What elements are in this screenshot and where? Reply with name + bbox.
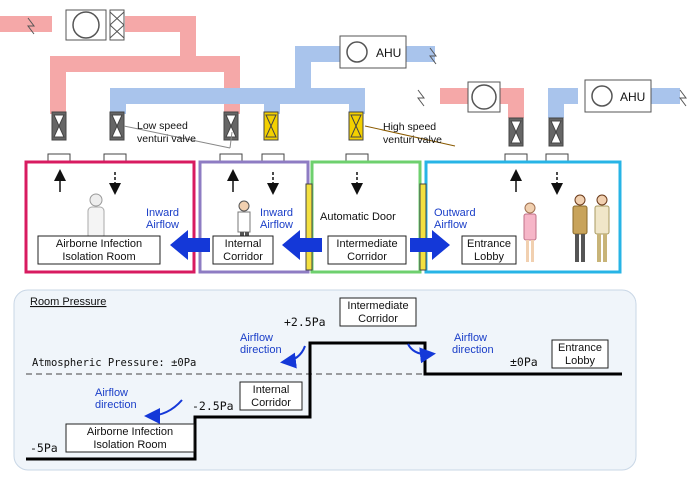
- pressure-zero: ±0Pa: [510, 355, 538, 369]
- svg-text:Corridor: Corridor: [223, 251, 263, 263]
- svg-text:Internal: Internal: [253, 384, 290, 396]
- right-supply-fan-icon: [467, 81, 501, 113]
- pressure-airflow-label-2b: direction: [240, 344, 282, 356]
- svg-text:Lobby: Lobby: [565, 355, 595, 367]
- high-speed-label-1: High speed: [383, 121, 436, 133]
- automatic-door-right: [419, 183, 427, 271]
- inward-airflow-label-1b: Airflow: [146, 219, 179, 231]
- pressure-airflow-arrows: [144, 343, 436, 424]
- svg-text:Airborne Infection: Airborne Infection: [87, 426, 173, 438]
- exhaust-duct-left: [110, 46, 435, 114]
- pressure-airflow-label-1a: Airflow: [95, 387, 128, 399]
- pressure-airflow-label-1b: direction: [95, 399, 137, 411]
- pressure-airflow-label-3a: Airflow: [454, 332, 487, 344]
- ahu-label-right: AHU: [620, 90, 645, 104]
- svg-text:Airborne Infection: Airborne Infection: [56, 238, 142, 250]
- low-speed-leader: [123, 125, 233, 149]
- ahu-unit-right-icon: [584, 79, 652, 113]
- svg-text:Entrance: Entrance: [467, 238, 511, 250]
- atmospheric-label: Atmospheric Pressure: ±0Pa: [32, 357, 196, 369]
- high-speed-label-2: venturi valve: [383, 134, 442, 146]
- high-speed-leader: [364, 125, 456, 147]
- svg-text:Internal: Internal: [225, 238, 262, 250]
- pressure-airflow-label-2a: Airflow: [240, 332, 273, 344]
- svg-text:Intermediate: Intermediate: [336, 238, 397, 250]
- pressure-room-intermediate: Intermediate Corridor: [339, 297, 417, 327]
- svg-text:Lobby: Lobby: [474, 251, 504, 263]
- ahu-unit-icon: [339, 35, 407, 69]
- pressure-minus2-5: -2.5Pa: [192, 399, 234, 413]
- supply-fan-icon: [65, 9, 125, 41]
- room-label-internal: Internal Corridor: [212, 235, 274, 265]
- pressure-room-internal: Internal Corridor: [239, 381, 303, 411]
- svg-text:Entrance: Entrance: [558, 342, 602, 354]
- room-label-lobby: Entrance Lobby: [461, 235, 517, 265]
- room-label-intermediate: Intermediate Corridor: [327, 235, 407, 265]
- room-label-isolation: Airborne Infection Isolation Room: [37, 235, 161, 265]
- room-pressure-title: Room Pressure: [30, 296, 106, 308]
- svg-text:Corridor: Corridor: [251, 397, 291, 409]
- automatic-door-left: [305, 183, 313, 271]
- room-airflow-arrows: [54, 169, 563, 195]
- pressure-room-lobby: Entrance Lobby: [551, 339, 609, 369]
- inward-airflow-label-2b: Airflow: [260, 219, 293, 231]
- low-speed-label-1: Low speed: [137, 120, 188, 132]
- pressure-room-isolation: Airborne Infection Isolation Room: [65, 423, 195, 453]
- svg-text:Corridor: Corridor: [347, 251, 387, 263]
- svg-text:Corridor: Corridor: [358, 313, 398, 325]
- svg-text:Isolation Room: Isolation Room: [62, 251, 135, 263]
- visitors-icon: [523, 194, 610, 262]
- outward-airflow-label-b: Airflow: [434, 219, 467, 231]
- low-speed-valve-icon: [51, 111, 564, 147]
- low-speed-label-2: venturi valve: [137, 133, 196, 145]
- inward-airflow-label-1a: Inward: [146, 207, 179, 219]
- outdoor-air-icon: [27, 17, 687, 107]
- svg-text:Intermediate: Intermediate: [347, 300, 408, 312]
- entrance-lobby-room: [424, 160, 622, 274]
- airflow-direction-arrows: [170, 230, 450, 260]
- pressure-minus5: -5Pa: [30, 441, 58, 455]
- pressure-step-line: [26, 341, 622, 461]
- high-speed-valve-icon: [263, 111, 364, 141]
- svg-text:Isolation Room: Isolation Room: [93, 439, 166, 451]
- exhaust-duct-right: [548, 88, 680, 118]
- automatic-door-label: Automatic Door: [320, 211, 396, 223]
- pressure-plus2-5: +2.5Pa: [284, 315, 326, 329]
- outward-airflow-label-a: Outward: [434, 207, 476, 219]
- supply-duct-right: [440, 88, 524, 118]
- ahu-label-left: AHU: [376, 46, 401, 60]
- pressure-airflow-label-3b: direction: [452, 344, 494, 356]
- inward-airflow-label-2a: Inward: [260, 207, 293, 219]
